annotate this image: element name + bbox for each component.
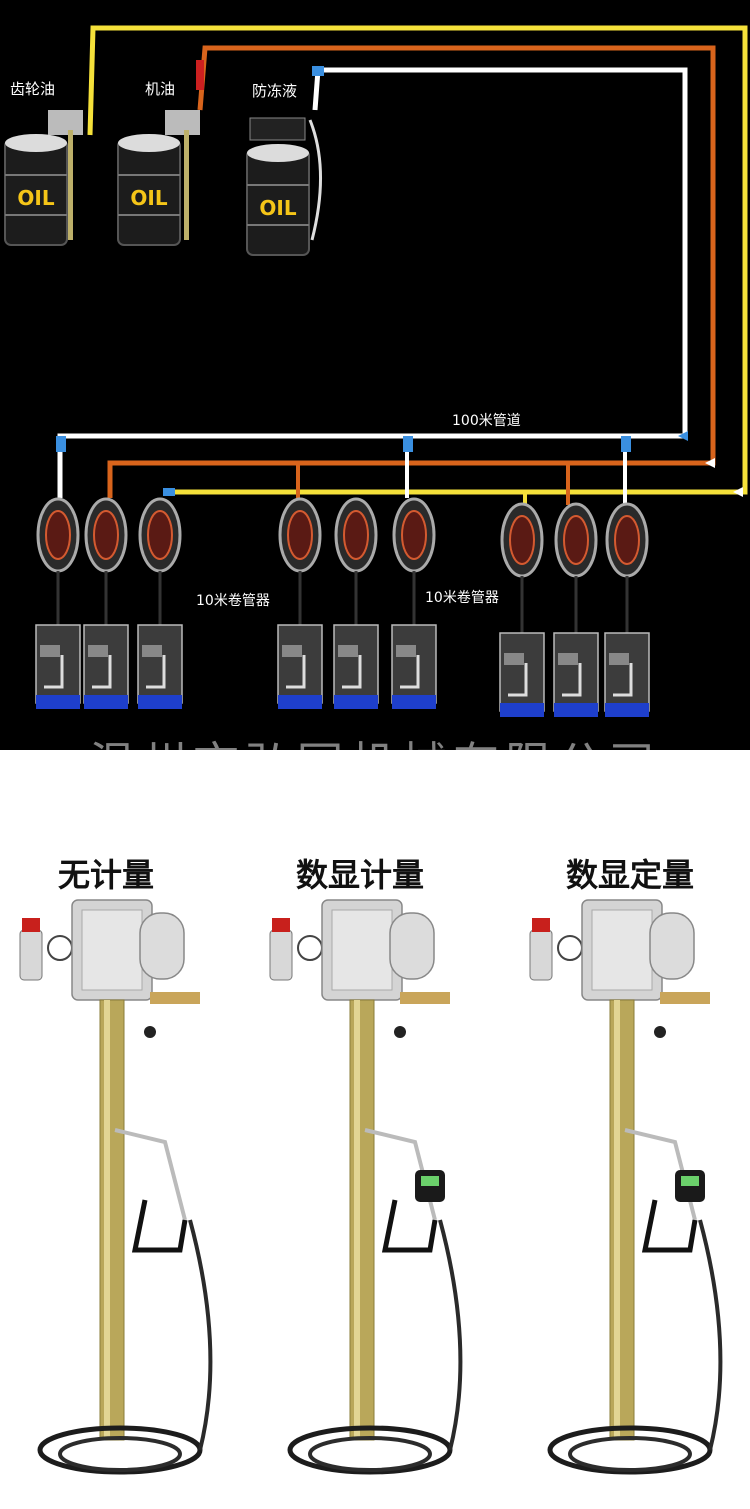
oil-drum-1 [4,110,83,246]
engine-oil-pipe [107,45,716,498]
hose-reel [334,497,378,625]
hose-reel [84,497,128,625]
dispenser-cabinet [137,624,183,709]
oil-drum-3 [246,117,322,256]
hose-reels [35,497,650,717]
tank-label-engine-oil: 机油 [145,80,176,98]
dispenser-cabinet [277,624,323,709]
reel-label-2: 10米卷管器 [425,590,499,606]
pipeline-svg: OIL OIL OIL [4,25,748,717]
pumps-svg [19,899,723,1475]
tank-label-antifreeze: 防冻液 [252,82,298,100]
pump-title-digital-preset: 数显定量 [566,856,695,894]
drum-1-text: OIL [17,186,54,210]
air-pump-1 [19,899,213,1475]
hose-reel [605,502,649,633]
hose-reel [138,497,182,625]
hose-reel [554,502,598,633]
reel-label-1: 10米卷管器 [196,593,270,609]
tank-label-gear-oil: 齿轮油 [10,80,56,98]
hose-reel [500,502,544,633]
pipeline-label: 100米管道 [452,413,521,429]
dispenser-cabinet [499,632,545,717]
drum-3-text: OIL [259,196,296,220]
dispenser-cabinet [35,624,81,709]
dispenser-cabinet [604,632,650,717]
hose-reel [278,497,322,625]
pump-products: 无计量 数显计量 数显定量 [0,750,750,1509]
oil-drum-2 [117,110,200,246]
hose-reel [36,497,80,625]
air-pump-2 [269,899,463,1475]
pump-title-digital-meter: 数显计量 [296,856,425,894]
gear-oil-pipe [87,25,748,495]
pipeline-diagram: OIL OIL OIL 齿轮油 机油 防冻液 100米管道 10米卷管器 10米… [0,0,750,750]
dispenser-cabinet [333,624,379,709]
hose-reel [392,497,436,625]
drum-2-text: OIL [130,186,167,210]
air-pump-3 [529,899,723,1475]
dispenser-cabinet [553,632,599,717]
dispenser-cabinet [83,624,129,709]
pump-title-no-meter: 无计量 [58,856,155,894]
dispenser-cabinet [391,624,437,709]
